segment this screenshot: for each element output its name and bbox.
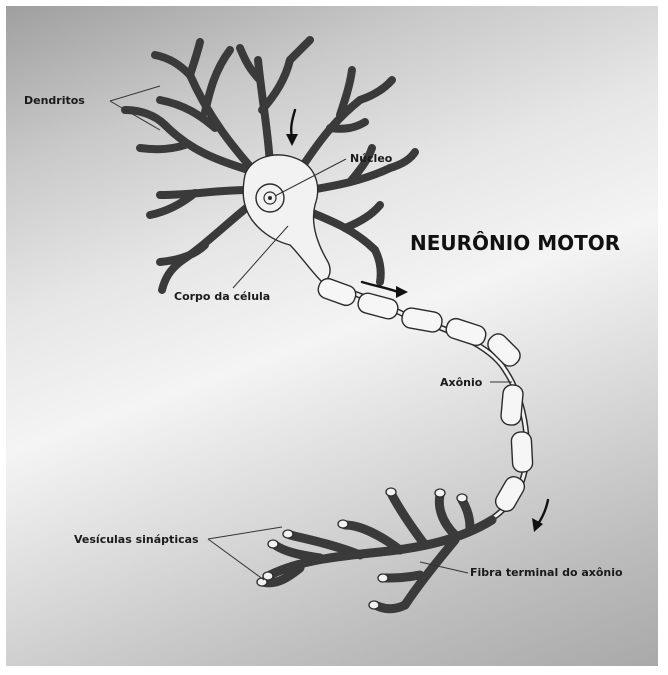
label-vesiculas-sinapticas: Vesículas sinápticas [74, 533, 199, 546]
label-dendritos: Dendritos [24, 94, 85, 107]
myelin-sheaths [316, 276, 533, 514]
label-axonio: Axônio [440, 376, 483, 389]
label-nucleo: Núcleo [350, 152, 393, 165]
label-fibra-terminal: Fibra terminal do axônio [470, 566, 623, 579]
label-corpo-da-celula: Corpo da célula [174, 290, 270, 303]
axon-terminals [257, 488, 492, 609]
diagram-title: NEURÔNIO MOTOR [410, 231, 620, 255]
